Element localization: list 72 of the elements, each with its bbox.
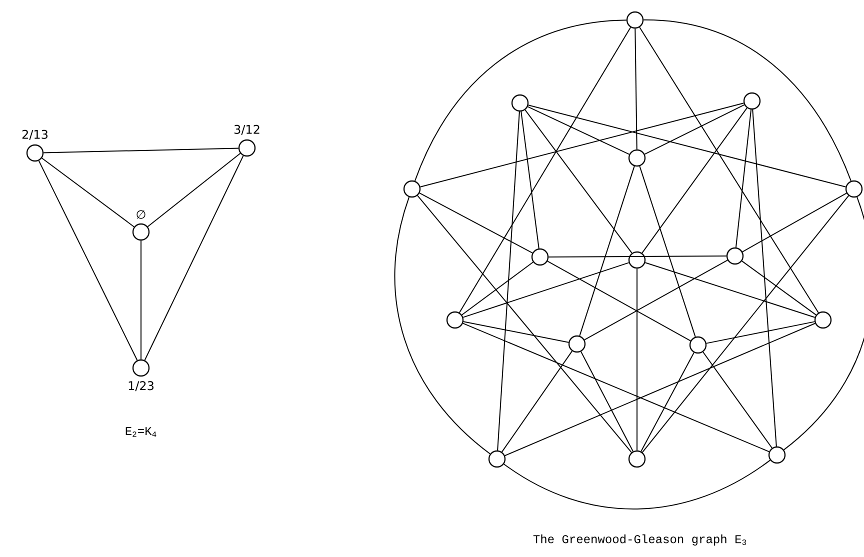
graph-vertex	[628, 251, 646, 269]
graph-vertex	[403, 180, 421, 198]
circle-arc	[503, 460, 771, 510]
graph-edge	[548, 256, 727, 258]
graph-edge	[458, 26, 632, 314]
node-label: ∅	[136, 210, 146, 219]
graph-edge	[144, 155, 244, 361]
graph-edge	[580, 351, 634, 452]
graph-vertex	[628, 450, 646, 468]
graph-vertex: 3/12	[234, 124, 260, 157]
graph-edge	[639, 166, 696, 338]
graph-edge	[702, 351, 772, 449]
graph-edge	[520, 111, 540, 249]
graph-edge	[584, 260, 728, 340]
graph-edge	[644, 262, 816, 318]
graph-edge	[504, 322, 816, 456]
circle-arc	[783, 196, 864, 450]
caption: The Greenwood-Gleason graph E$_{3}$	[533, 534, 746, 546]
graph-edge	[642, 195, 850, 453]
graph-edge	[640, 352, 694, 452]
graph-edge	[639, 26, 819, 314]
graph-edge	[462, 322, 770, 452]
graph-vertex	[689, 336, 707, 354]
graph-edge	[43, 148, 239, 154]
graph-vertex: 1/23	[128, 359, 154, 392]
circle-arc	[414, 20, 627, 182]
circle-arc	[643, 19, 852, 182]
graph-vertex	[446, 311, 464, 329]
graph-edge	[706, 321, 816, 344]
graph-edge	[741, 260, 817, 316]
graph-edge	[752, 109, 777, 447]
graph-edge	[462, 262, 630, 318]
graph-vertex	[814, 311, 832, 329]
graph-edge	[642, 107, 748, 254]
graph-edge	[497, 111, 520, 451]
graph-vertex: 2/13	[22, 130, 48, 162]
graph-edge	[461, 262, 534, 316]
graph-edge	[41, 158, 135, 228]
graph-edge	[420, 102, 744, 188]
graph-edge	[735, 109, 752, 248]
node-label: 2/13	[22, 130, 48, 140]
graph-vertex	[845, 180, 863, 198]
graph-edge	[417, 195, 632, 453]
graph-edge	[462, 321, 570, 343]
graph-edge	[527, 106, 630, 155]
graph-vertex	[568, 335, 586, 353]
graph-edge	[636, 268, 638, 451]
graph-edge	[644, 104, 745, 155]
circle-arc	[394, 196, 491, 454]
graph-edge	[579, 166, 635, 336]
graph-vertex	[488, 450, 506, 468]
graph-vertex	[726, 247, 744, 265]
caption: E$_{2}$=K$_{4}$	[126, 427, 156, 437]
graph-edge	[524, 109, 632, 254]
graph-vertex	[531, 248, 549, 266]
graph-vertex	[743, 92, 761, 110]
graph-vertex	[626, 11, 644, 29]
graph-edge	[528, 104, 846, 188]
graph-vertex	[628, 149, 646, 167]
graph-edge	[147, 152, 241, 228]
graph-edge	[501, 350, 573, 452]
graph-vertex: ∅	[132, 210, 150, 241]
graph-edge	[634, 28, 638, 150]
node-label: 1/23	[128, 381, 154, 392]
graph-edge	[419, 192, 533, 254]
graph-edge	[38, 160, 138, 361]
graph-vertex	[768, 446, 786, 464]
graph-edge	[140, 240, 142, 360]
node-label: 3/12	[234, 124, 260, 135]
graph-edge	[742, 192, 848, 252]
graph-edge	[547, 260, 691, 342]
graph-vertex	[511, 94, 529, 112]
